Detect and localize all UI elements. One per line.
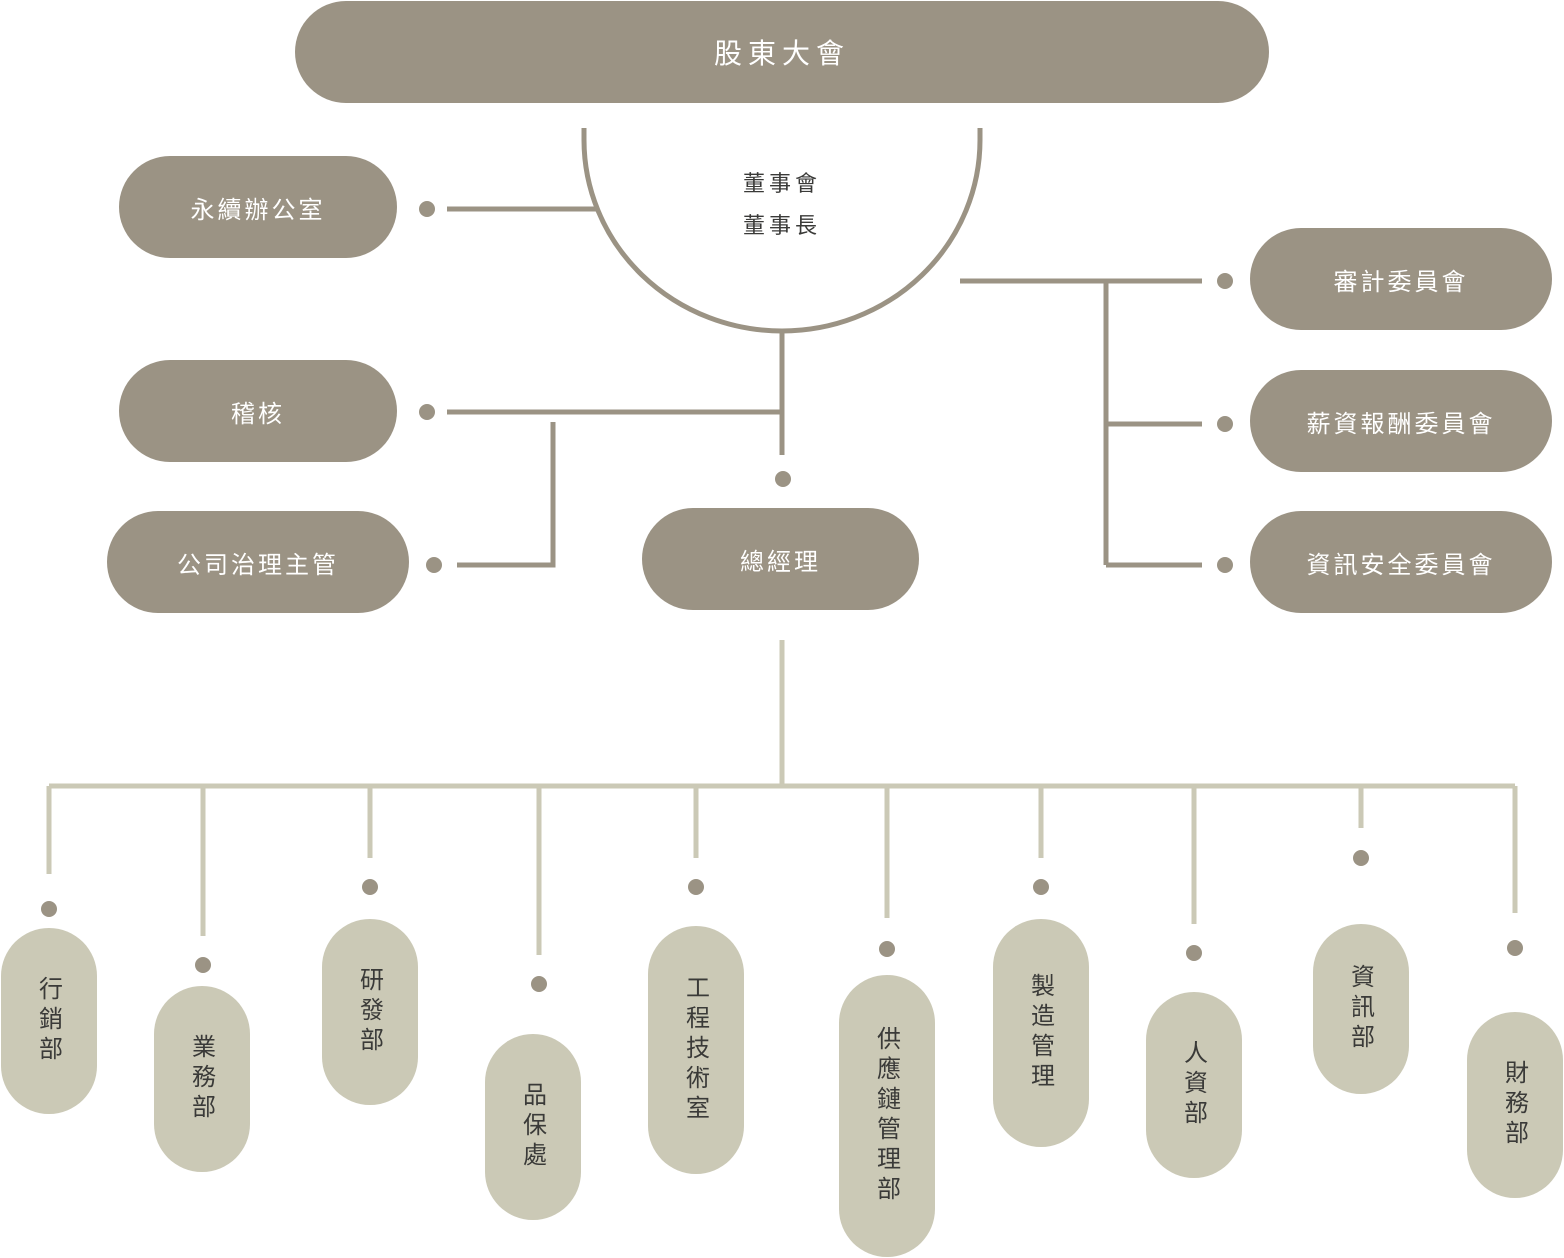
department-connectors bbox=[46, 640, 1518, 955]
dot-supply-chain bbox=[879, 941, 895, 957]
audit-committee-dot bbox=[1217, 273, 1233, 289]
dot-manufacturing bbox=[1033, 879, 1049, 895]
dot-rd bbox=[362, 879, 378, 895]
department-dots bbox=[41, 850, 1523, 992]
infosec-dot bbox=[1217, 557, 1233, 573]
dot-engineering bbox=[688, 879, 704, 895]
board-node: 董事會 董事長 bbox=[682, 164, 882, 248]
dept-marketing: 行銷部 bbox=[1, 928, 97, 1114]
dept-finance: 財務部 bbox=[1467, 1012, 1563, 1198]
governance-dot bbox=[426, 557, 442, 573]
upper-connectors bbox=[447, 128, 1202, 568]
dot-hr bbox=[1186, 945, 1202, 961]
upper-dots bbox=[419, 201, 1233, 573]
dot-finance bbox=[1507, 940, 1523, 956]
dept-human-resources: 人資部 bbox=[1146, 992, 1242, 1178]
gm-dot bbox=[775, 471, 791, 487]
dot-marketing bbox=[41, 901, 57, 917]
chairman-label: 董事長 bbox=[742, 214, 821, 239]
dept-rd: 研發部 bbox=[322, 919, 418, 1105]
general-manager-node: 總經理 bbox=[642, 508, 919, 610]
audit-dot bbox=[419, 404, 435, 420]
sustainability-office-node: 永續辦公室 bbox=[119, 156, 397, 258]
dot-sales bbox=[195, 957, 211, 973]
shareholders-meeting-node: 股東大會 bbox=[295, 1, 1269, 103]
dept-information: 資訊部 bbox=[1313, 924, 1409, 1094]
remuneration-dot bbox=[1217, 416, 1233, 432]
dept-engineering: 工程技術室 bbox=[648, 926, 744, 1174]
infosec-committee-node: 資訊安全委員會 bbox=[1250, 511, 1552, 613]
dept-quality-assurance: 品保處 bbox=[485, 1034, 581, 1220]
sustainability-dot bbox=[419, 201, 435, 217]
internal-audit-node: 稽核 bbox=[119, 360, 397, 462]
board-of-directors-label: 董事會 bbox=[742, 172, 821, 197]
dept-sales: 業務部 bbox=[154, 986, 250, 1172]
dot-qa bbox=[531, 976, 547, 992]
corporate-governance-officer-node: 公司治理主管 bbox=[107, 511, 409, 613]
dept-manufacturing: 製造管理 bbox=[993, 919, 1089, 1147]
audit-committee-node: 審計委員會 bbox=[1250, 228, 1552, 330]
dept-supply-chain: 供應鏈管理部 bbox=[839, 975, 935, 1257]
dot-it bbox=[1353, 850, 1369, 866]
governance-connector bbox=[457, 422, 556, 568]
remuneration-committee-node: 薪資報酬委員會 bbox=[1250, 370, 1552, 472]
